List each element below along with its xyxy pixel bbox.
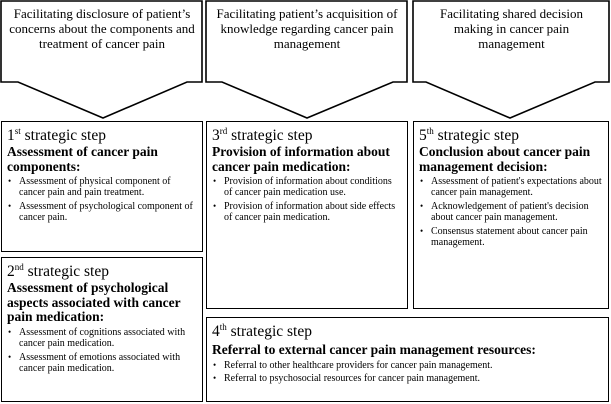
list-item: Assessment of psychological component of…: [8, 201, 196, 224]
list-item: Provision of information about condition…: [213, 176, 401, 199]
step-title: Assessment of psychological aspects asso…: [7, 280, 181, 324]
list-item: Assessment of cognitions associated with…: [8, 327, 196, 350]
step-title: Conclusion about cancer pain management …: [419, 144, 591, 174]
step-heading: 4th strategic step: [212, 322, 312, 341]
step-bullets: Assessment of physical component of canc…: [7, 176, 196, 224]
step-bullets: Referral to other healthcare providers f…: [212, 360, 602, 385]
header-shared-decision: Facilitating shared decision making in c…: [440, 6, 583, 51]
step-title: Assessment of cancer pain components:: [7, 144, 158, 174]
strategic-step-5-box: 5th strategic step Conclusion about canc…: [413, 121, 609, 309]
list-item: Assessment of patient's expectations abo…: [420, 176, 602, 199]
step-heading: 2nd strategic step: [7, 262, 109, 281]
step-title: Referral to external cancer pain managem…: [212, 342, 536, 357]
list-item: Assessment of physical component of canc…: [8, 176, 196, 199]
list-item: Consensus statement about cancer pain ma…: [420, 226, 602, 249]
list-item: Assessment of emotions associated with c…: [8, 352, 196, 375]
list-item: Referral to psychosocial resources for c…: [213, 373, 602, 385]
header-disclosure: Facilitating disclosure of patient’s con…: [9, 6, 195, 51]
strategic-step-4-box: 4th strategic step Referral to external …: [206, 317, 609, 402]
list-item: Acknowledgement of patient's decision ab…: [420, 201, 602, 224]
step-bullets: Provision of information about condition…: [212, 176, 401, 224]
step-heading: 5th strategic step: [419, 126, 519, 145]
header-knowledge: Facilitating patient’s acquisition of kn…: [216, 6, 398, 51]
list-item: Referral to other healthcare providers f…: [213, 360, 602, 372]
step-heading: 3rd strategic step: [212, 126, 313, 145]
step-heading: 1st strategic step: [7, 126, 106, 145]
strategic-step-3-box: 3rd strategic step Provision of informat…: [206, 121, 408, 309]
strategic-step-1-box: 1st strategic step Assessment of cancer …: [1, 121, 203, 252]
step-title: Provision of information about cancer pa…: [212, 144, 390, 174]
step-bullets: Assessment of patient's expectations abo…: [419, 176, 602, 249]
step-bullets: Assessment of cognitions associated with…: [7, 327, 196, 375]
strategic-step-2-box: 2nd strategic step Assessment of psychol…: [1, 257, 203, 402]
list-item: Provision of information about side effe…: [213, 201, 401, 224]
